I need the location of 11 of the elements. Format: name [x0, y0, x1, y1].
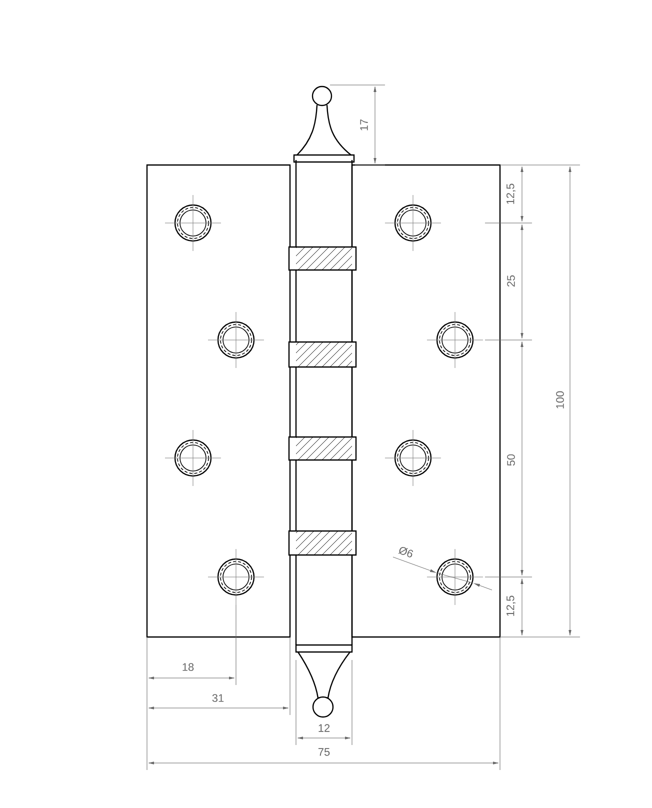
dimension-label: 25 [507, 275, 515, 287]
dimension-label: 31 [212, 694, 224, 702]
dimension-label: 50 [507, 454, 515, 466]
dimension-label: 17 [360, 119, 368, 130]
dimension-label: 18 [182, 663, 194, 671]
dimension-label: 12,5 [506, 596, 516, 616]
dimension-label: 75 [318, 748, 330, 756]
dimension-label: 12 [318, 724, 330, 732]
dimension-label: 100 [556, 391, 564, 408]
dimension-label: 12,5 [506, 184, 516, 204]
dimension-label: Ø6 [398, 547, 414, 558]
